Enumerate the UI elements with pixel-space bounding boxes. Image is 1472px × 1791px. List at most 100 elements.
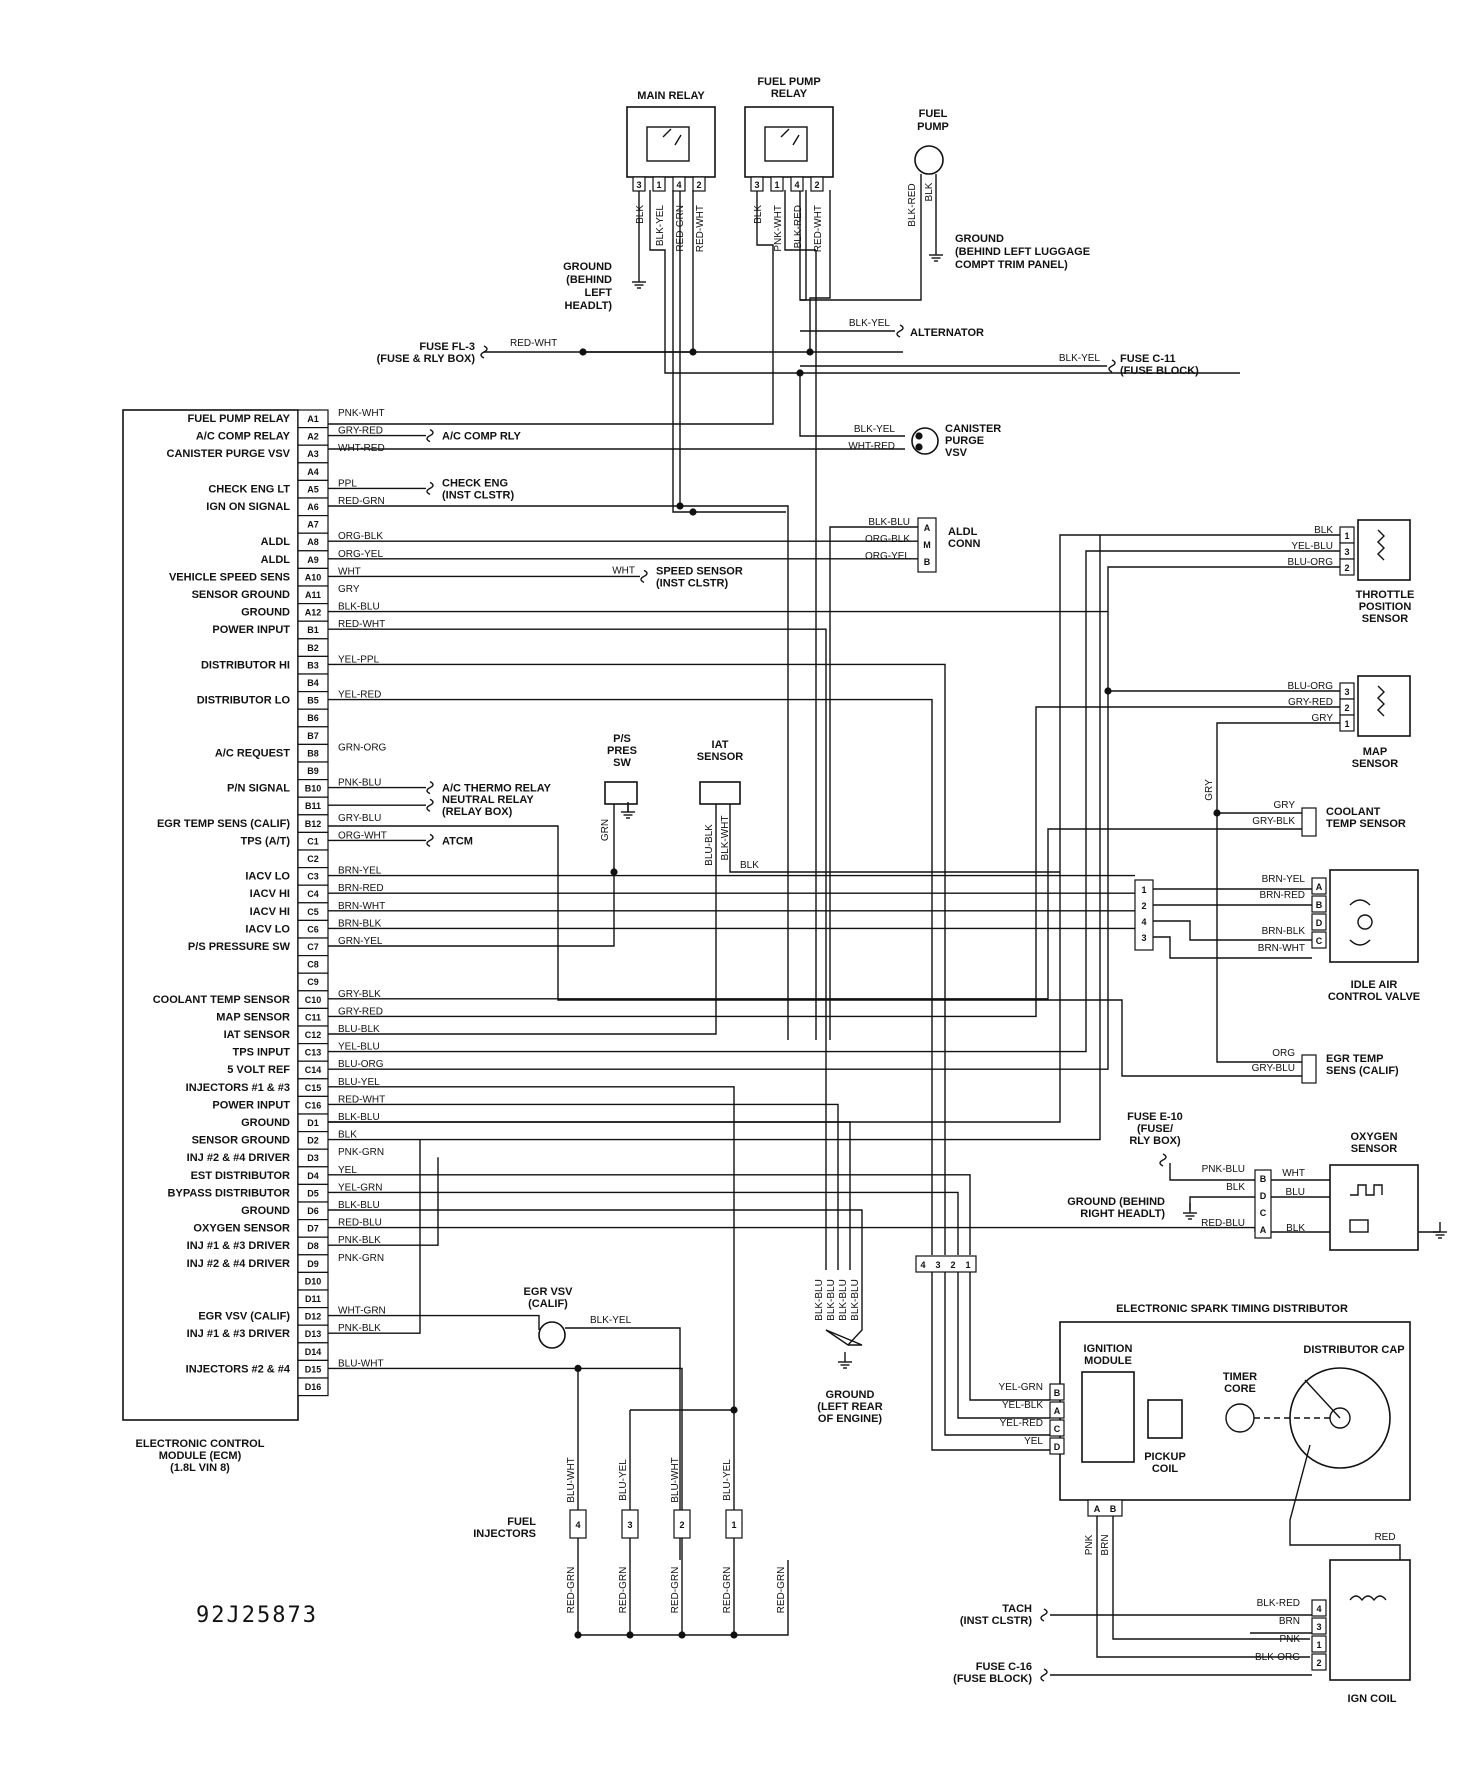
iacv-label: IDLE AIR xyxy=(1351,979,1398,991)
fuse-label: (FUSE BLOCK) xyxy=(953,1673,1032,1685)
iacv-pin xyxy=(1311,877,1327,895)
relay-wire-color: RED-GRN xyxy=(675,205,686,252)
ecm-pin-id: A12 xyxy=(305,608,322,618)
ignition-module-label: MODULE xyxy=(1084,1355,1132,1367)
wire xyxy=(328,1174,971,1255)
wire xyxy=(1112,1516,1310,1640)
wire xyxy=(328,825,1302,1077)
ecm-pin-id: C16 xyxy=(305,1100,322,1110)
ecm-pin-label: GROUND xyxy=(241,1205,290,1217)
wire xyxy=(800,190,807,301)
splice-dot xyxy=(1104,687,1112,695)
wire xyxy=(328,1226,1256,1232)
ps-switch-body xyxy=(604,781,638,805)
splice-dot xyxy=(915,443,923,451)
ecm-pin-label: SENSOR GROUND xyxy=(192,589,290,601)
wire xyxy=(1289,1444,1401,1560)
coil-pin-id: 3 xyxy=(1316,1622,1321,1632)
coil-pin xyxy=(1311,1599,1327,1617)
ecm-pin-id: C1 xyxy=(307,836,319,846)
ecm-pin-id: D8 xyxy=(307,1241,319,1251)
ecm-wire-color: GRY-RED xyxy=(338,426,383,437)
connector-squiggle-icon xyxy=(1040,1668,1048,1682)
ecm-pin-id: C10 xyxy=(305,995,322,1005)
ecm-pin-label: INJECTORS #2 & #4 xyxy=(186,1363,291,1375)
diagram-code: 92J25873 xyxy=(196,1603,318,1628)
wire-color: YEL-RED xyxy=(1000,1418,1043,1429)
fuel-pump-icon xyxy=(914,145,944,175)
ps-switch-label: SW xyxy=(613,757,631,769)
tach-label: TACH xyxy=(1002,1603,1032,1615)
ecm-pin-label: IACV LO xyxy=(245,871,290,883)
wire-color: BLK xyxy=(1286,1223,1305,1234)
wire xyxy=(829,526,918,1040)
wire xyxy=(578,1560,789,1636)
fuse-label: (FUSE & RLY BOX) xyxy=(377,353,476,365)
wire xyxy=(328,535,1101,1141)
ecm-pin-id: A8 xyxy=(307,537,319,547)
ecm-pin-label: IACV LO xyxy=(245,923,290,935)
coil-pin xyxy=(1311,1635,1327,1653)
splice-dot xyxy=(610,868,618,876)
dist-conn-pin: 1 xyxy=(965,1260,970,1270)
fuse-label: (FUSE BLOCK) xyxy=(1120,365,1199,377)
relay-title: FUEL PUMP xyxy=(757,76,820,88)
wire-color: RED-GRN xyxy=(722,1567,733,1614)
iacv-pin-id: B xyxy=(1316,900,1323,910)
map-body xyxy=(1357,675,1411,737)
o2-body xyxy=(1329,1164,1419,1251)
ecm-pin-id: D2 xyxy=(307,1136,319,1146)
splice-dot xyxy=(730,1406,738,1414)
o2-label: SENSOR xyxy=(1351,1143,1398,1155)
wire xyxy=(328,663,946,1255)
injector-icon xyxy=(725,1509,743,1539)
wire-color: BLK xyxy=(924,182,935,201)
ground-label: (LEFT REAR xyxy=(817,1401,882,1413)
ign-coil-label: IGN COIL xyxy=(1348,1693,1397,1705)
ecm-wire-color: YEL-BLU xyxy=(338,1042,380,1053)
ecm-wire-color: RED-GRN xyxy=(338,496,385,507)
ecm-wire-color: YEL-GRN xyxy=(338,1182,382,1193)
aldl-pin: M xyxy=(923,540,931,550)
ecm-pin-label: GROUND xyxy=(241,607,290,619)
wire-color: BLK-YEL xyxy=(854,424,896,435)
ecm-pin-id: C12 xyxy=(305,1030,322,1040)
distributor-pin-id: B xyxy=(1054,1388,1061,1398)
o2-heater-icon xyxy=(1350,1184,1383,1196)
coil-pin-id: 2 xyxy=(1316,1658,1321,1668)
relay-pin-id: 3 xyxy=(636,180,641,190)
callout-label: (INST CLSTR) xyxy=(656,577,728,589)
wire-color: GRY-BLK xyxy=(1252,816,1295,827)
ecm-wire-color: RED-WHT xyxy=(338,619,385,630)
relay-wire-color: BLK-YEL xyxy=(655,205,666,247)
ignition-module xyxy=(1081,1371,1135,1463)
iat-label: IAT xyxy=(712,739,729,751)
iacv-pin xyxy=(1311,913,1327,931)
iacv-body xyxy=(1329,869,1419,963)
wire xyxy=(799,174,922,301)
relay-pin xyxy=(692,176,706,192)
relay-box xyxy=(744,106,834,178)
fuse-label: FUSE E-10 xyxy=(1127,1111,1183,1123)
ecm-pin-label: TPS INPUT xyxy=(233,1047,291,1059)
coil-pin xyxy=(1311,1617,1327,1635)
wire-color: BRN-YEL xyxy=(1262,874,1306,885)
wire xyxy=(944,1272,1050,1436)
relay-wire-color: BLK xyxy=(635,205,646,224)
wire xyxy=(799,373,905,437)
wire-color: BRN-RED xyxy=(1259,890,1305,901)
wire-color: BLK xyxy=(1314,525,1333,536)
relay-pin xyxy=(672,176,686,192)
wire xyxy=(328,190,774,425)
o2-connector xyxy=(1254,1169,1272,1239)
ecm-pin-label: CANISTER PURGE VSV xyxy=(167,448,291,460)
wire-color: BLK-BLU xyxy=(868,517,910,528)
wire-color: BLK-BLU xyxy=(850,1279,861,1321)
wire xyxy=(328,1121,851,1270)
wire-color: RED-GRN xyxy=(618,1567,629,1614)
pickup-coil-label: COIL xyxy=(1152,1463,1179,1475)
fuse-label: (FUSE/ xyxy=(1137,1123,1173,1135)
dist-connector xyxy=(915,1255,977,1273)
ecm-pin-id: B5 xyxy=(307,696,319,706)
ecm-pin-label: P/S PRESSURE SW xyxy=(188,941,291,953)
